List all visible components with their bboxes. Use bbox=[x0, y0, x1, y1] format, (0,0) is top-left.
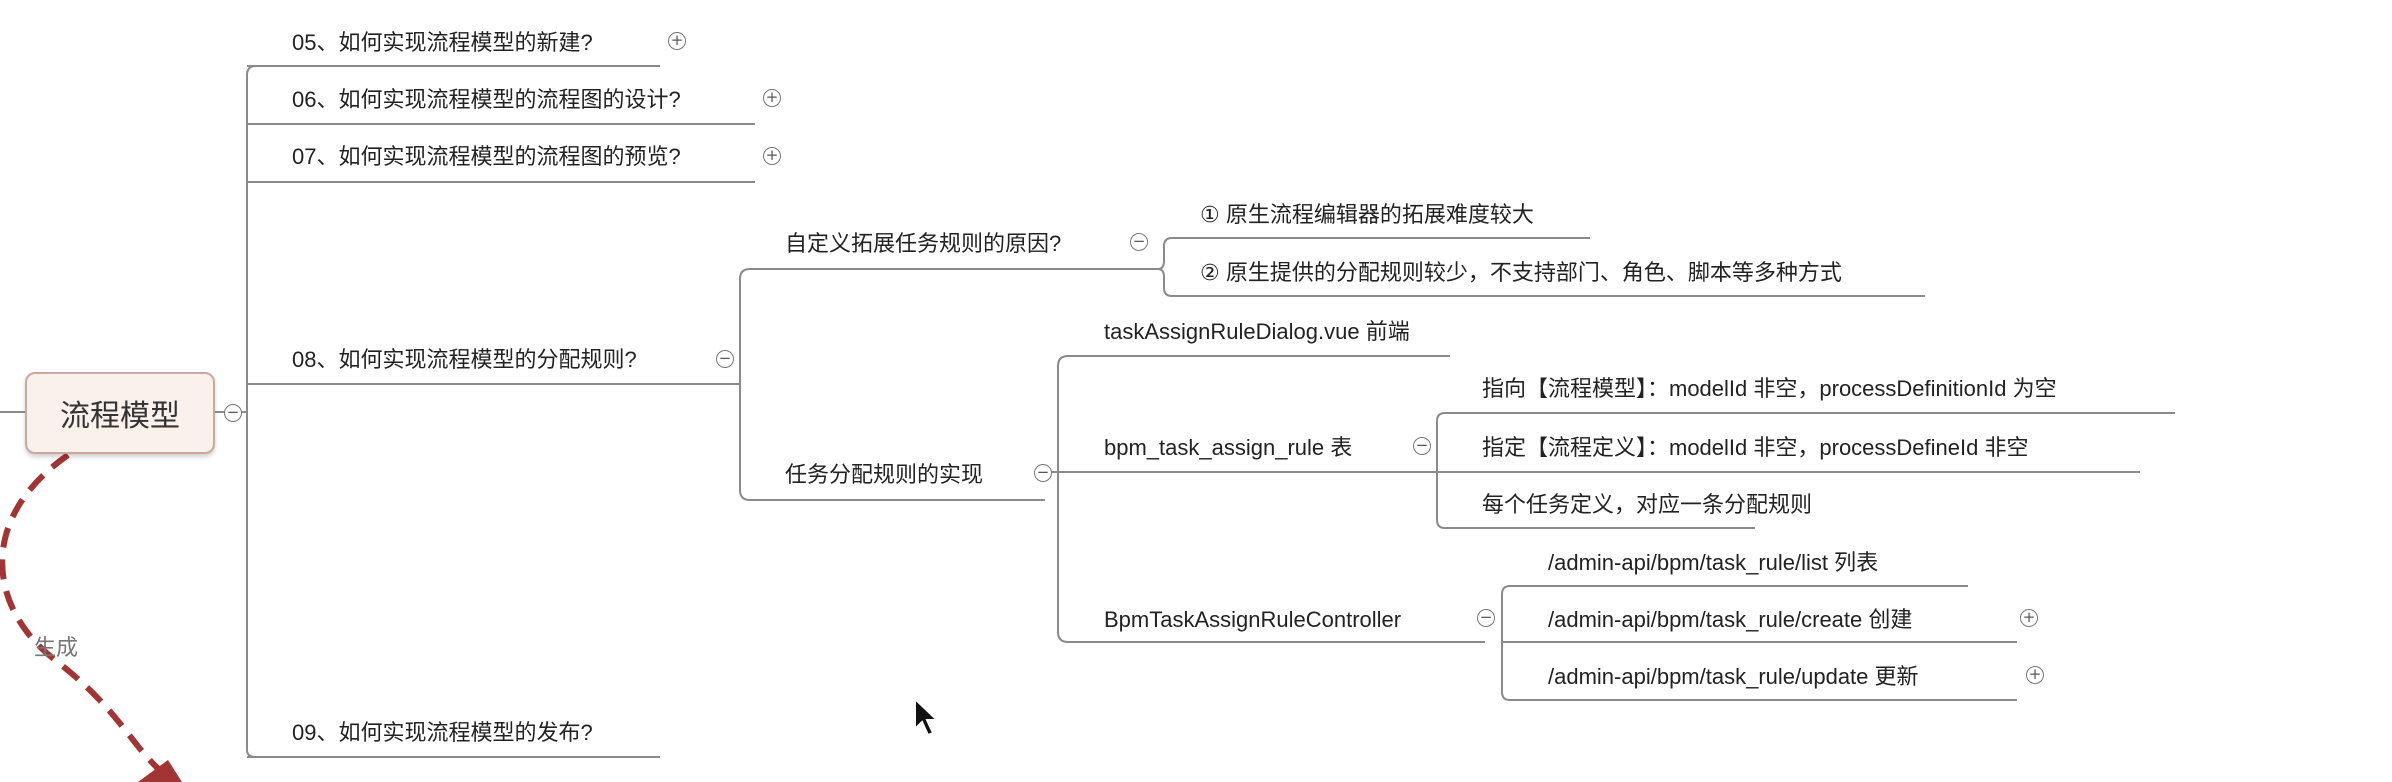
reason-item-1[interactable]: ① 原生流程编辑器的拓展难度较大 bbox=[1200, 202, 1534, 227]
topic-q07[interactable]: 07、如何实现流程模型的流程图的预览? bbox=[292, 144, 681, 169]
collapse-toggle-controller[interactable]: − bbox=[1477, 609, 1495, 627]
mouse-cursor-icon bbox=[914, 697, 939, 737]
relationship-arrow bbox=[0, 452, 167, 778]
impl-frontend[interactable]: taskAssignRuleDialog.vue 前端 bbox=[1104, 319, 1410, 344]
root-topic[interactable]: 流程模型 bbox=[25, 372, 215, 454]
collapse-toggle-impl[interactable]: − bbox=[1034, 464, 1052, 482]
topic-q08[interactable]: 08、如何实现流程模型的分配规则? bbox=[292, 347, 637, 372]
expand-toggle-q05[interactable]: + bbox=[668, 32, 686, 50]
topic-q05[interactable]: 05、如何实现流程模型的新建? bbox=[292, 30, 593, 55]
impl-controller[interactable]: BpmTaskAssignRuleController bbox=[1104, 607, 1402, 632]
collapse-toggle-q08[interactable]: − bbox=[716, 350, 734, 368]
impl-table[interactable]: bpm_task_assign_rule 表 bbox=[1104, 435, 1353, 460]
expand-toggle-q07[interactable]: + bbox=[763, 147, 781, 165]
reason-item-2[interactable]: ② 原生提供的分配规则较少，不支持部门、角色、脚本等多种方式 bbox=[1200, 260, 1842, 285]
topic-q09[interactable]: 09、如何实现流程模型的发布? bbox=[292, 720, 593, 745]
table-item-1[interactable]: 指向【流程模型】：modelId 非空，processDefinitionId … bbox=[1482, 376, 2057, 401]
controller-item-create[interactable]: /admin-api/bpm/task_rule/create 创建 bbox=[1548, 607, 1913, 632]
root-collapse-toggle[interactable]: − bbox=[224, 404, 242, 422]
table-item-3[interactable]: 每个任务定义，对应一条分配规则 bbox=[1482, 492, 1813, 517]
table-item-2[interactable]: 指定【流程定义】：modelId 非空，processDefineId 非空 bbox=[1482, 435, 2029, 460]
topic-custom-rule-reason[interactable]: 自定义拓展任务规则的原因? bbox=[785, 231, 1062, 256]
collapse-toggle-reason[interactable]: − bbox=[1130, 233, 1148, 251]
controller-item-update[interactable]: /admin-api/bpm/task_rule/update 更新 bbox=[1548, 664, 1919, 689]
relationship-label[interactable]: 生成 bbox=[34, 635, 79, 660]
collapse-toggle-table[interactable]: − bbox=[1413, 437, 1431, 455]
expand-toggle-create[interactable]: + bbox=[2020, 609, 2038, 627]
expand-toggle-q06[interactable]: + bbox=[763, 89, 781, 107]
controller-item-list[interactable]: /admin-api/bpm/task_rule/list 列表 bbox=[1548, 550, 1879, 575]
topic-q06[interactable]: 06、如何实现流程模型的流程图的设计? bbox=[292, 87, 681, 112]
expand-toggle-update[interactable]: + bbox=[2026, 666, 2044, 684]
topic-task-assign-impl[interactable]: 任务分配规则的实现 bbox=[785, 462, 984, 487]
